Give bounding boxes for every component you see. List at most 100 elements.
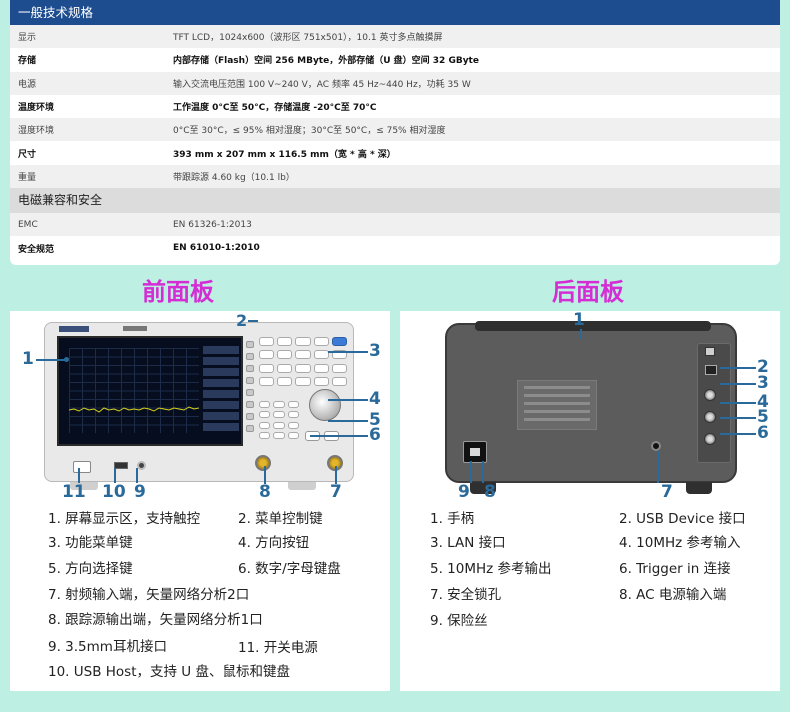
back-instrument-image xyxy=(445,321,737,483)
front-legend-8: 8. 跟踪源输出端，矢量网络分析1口 xyxy=(48,612,263,628)
callout-9: 9 xyxy=(134,482,146,502)
callout-line xyxy=(720,367,756,369)
callout-10: 10 xyxy=(102,482,126,502)
callout-5: 5 xyxy=(369,410,381,430)
spec-row-display: 显示 TFT LCD，1024x600（波形区 751x501），10.1 英寸… xyxy=(10,25,780,49)
spec-value: 输入交流电压范围 100 V~240 V，AC 频率 45 Hz~440 Hz，… xyxy=(173,79,471,90)
rotary-knob xyxy=(309,389,341,421)
callout-line xyxy=(580,329,582,339)
front-legend-4: 4. 方向按钮 xyxy=(238,535,310,551)
callout-line xyxy=(328,399,368,401)
callout-line xyxy=(36,359,66,361)
spec-row-safety: 安全规范 EN 61010-1:2010 xyxy=(10,236,780,260)
spec-key: 电源 xyxy=(18,79,37,90)
ref-out-bnc-icon xyxy=(704,411,716,423)
spectrum-trace xyxy=(68,406,200,413)
spec-row-size: 尺寸 393 mm x 207 mm x 116.5 mm（宽 * 高 * 深） xyxy=(10,141,780,165)
front-panel: 1 2 3 4 5 6 7 8 9 10 11 1. 屏幕显示区，支持触控 2.… xyxy=(10,311,390,691)
spec-row-emc: EMC EN 61326-1:2013 xyxy=(10,213,780,237)
callout-8: 8 xyxy=(259,482,271,502)
callout-1: 1 xyxy=(573,310,585,330)
spec-key: 重量 xyxy=(18,172,37,183)
back-legend-3: 3. LAN 接口 xyxy=(430,535,506,551)
callout-4: 4 xyxy=(757,392,769,412)
front-panel-title: 前面板 xyxy=(142,278,214,306)
callout-line xyxy=(470,461,472,483)
spec-value: 0°C至 30°C，≤ 95% 相对湿度；30°C至 50°C，≤ 75% 相对… xyxy=(173,126,446,137)
callout-line xyxy=(78,468,80,483)
callout-3: 3 xyxy=(757,373,769,393)
rear-foot xyxy=(686,482,712,494)
callout-7: 7 xyxy=(330,482,342,502)
callout-line xyxy=(335,466,337,484)
spec-row-power: 电源 输入交流电压范围 100 V~240 V，AC 频率 45 Hz~440 … xyxy=(10,71,780,95)
back-legend-7: 7. 安全锁孔 xyxy=(430,587,502,603)
spec-row-temperature: 温度环境 工作温度 0°C至 50°C，存储温度 -20°C至 70°C xyxy=(10,94,780,119)
back-legend-2: 2. USB Device 接口 xyxy=(619,511,746,527)
usb-host-port-icon xyxy=(114,462,128,469)
spec-value: 内部存储（Flash）空间 256 MByte，外部存储（U 盘）空间 32 G… xyxy=(173,56,479,67)
front-legend-1: 1. 屏幕显示区，支持触控 xyxy=(48,511,201,527)
instrument-feet xyxy=(70,482,320,490)
screen-grid xyxy=(68,348,200,433)
front-legend-9: 9. 3.5mm耳机接口 xyxy=(48,639,167,655)
spec-key: 安全规范 xyxy=(18,244,55,255)
rear-foot xyxy=(470,482,496,494)
callout-line xyxy=(720,383,756,385)
back-legend-4: 4. 10MHz 参考输入 xyxy=(619,535,741,551)
headphone-jack-icon xyxy=(137,461,146,470)
callout-1: 1 xyxy=(22,349,34,369)
callout-line xyxy=(264,466,266,484)
callout-line xyxy=(328,351,368,353)
spec-key: 湿度环境 xyxy=(18,126,55,137)
function-keys xyxy=(259,337,347,387)
callout-8: 8 xyxy=(484,482,496,502)
spec-key: 存储 xyxy=(18,56,37,67)
spec-value: TFT LCD，1024x600（波形区 751x501），10.1 英寸多点触… xyxy=(173,33,443,44)
rear-label xyxy=(517,380,597,430)
callout-line xyxy=(136,468,138,483)
back-panel-title: 后面板 xyxy=(552,278,624,306)
screen-softkeys xyxy=(203,346,239,438)
front-legend-7: 7. 射频输入端，矢量网络分析2口 xyxy=(48,587,250,603)
model-label xyxy=(123,326,147,331)
back-panel: 1 2 3 4 5 6 7 8 9 1. 手柄 2. USB Device 接口… xyxy=(400,311,780,691)
front-instrument-image xyxy=(44,322,354,482)
display-screen xyxy=(57,336,243,446)
spec-value: EN 61326-1:2013 xyxy=(173,219,252,230)
callout-6: 6 xyxy=(757,423,769,443)
callout-line xyxy=(482,461,484,483)
lan-port-icon xyxy=(705,365,717,375)
spec-key: 尺寸 xyxy=(18,149,37,160)
callout-7: 7 xyxy=(661,482,673,502)
front-legend-10: 10. USB Host，支持 U 盘、鼠标和键盘 xyxy=(48,664,290,680)
spec-header: 一般技术规格 xyxy=(10,0,780,25)
callout-9: 9 xyxy=(458,482,470,502)
spec-key: EMC xyxy=(18,219,38,230)
callout-line xyxy=(720,402,756,404)
front-legend-3: 3. 功能菜单键 xyxy=(48,535,133,551)
callout-line xyxy=(720,417,756,419)
back-legend-9: 9. 保险丝 xyxy=(430,613,488,629)
callout-line xyxy=(114,468,116,483)
callout-4: 4 xyxy=(369,389,381,409)
security-lock-icon xyxy=(651,441,661,451)
callout-dot xyxy=(64,357,69,362)
brand-logo xyxy=(59,326,89,332)
trigger-in-bnc-icon xyxy=(704,433,716,445)
numeric-keypad xyxy=(259,401,299,439)
callout-2: 2 xyxy=(757,357,769,377)
callout-11: 11 xyxy=(62,482,86,502)
spec-key: 温度环境 xyxy=(18,103,55,114)
front-legend-5: 5. 方向选择键 xyxy=(48,561,133,577)
callout-line xyxy=(657,451,659,483)
spec-value: 393 mm x 207 mm x 116.5 mm（宽 * 高 * 深） xyxy=(173,149,396,160)
spec-row-weight: 重量 带跟踪源 4.60 kg（10.1 lb） xyxy=(10,164,780,189)
handle xyxy=(475,321,711,331)
callout-line xyxy=(310,435,368,437)
spec-table: 一般技术规格 显示 TFT LCD，1024x600（波形区 751x501），… xyxy=(10,0,780,265)
back-legend-8: 8. AC 电源输入端 xyxy=(619,587,727,603)
callout-2: 2 xyxy=(236,311,248,330)
callout-line xyxy=(720,433,756,435)
power-switch-icon xyxy=(73,461,91,473)
